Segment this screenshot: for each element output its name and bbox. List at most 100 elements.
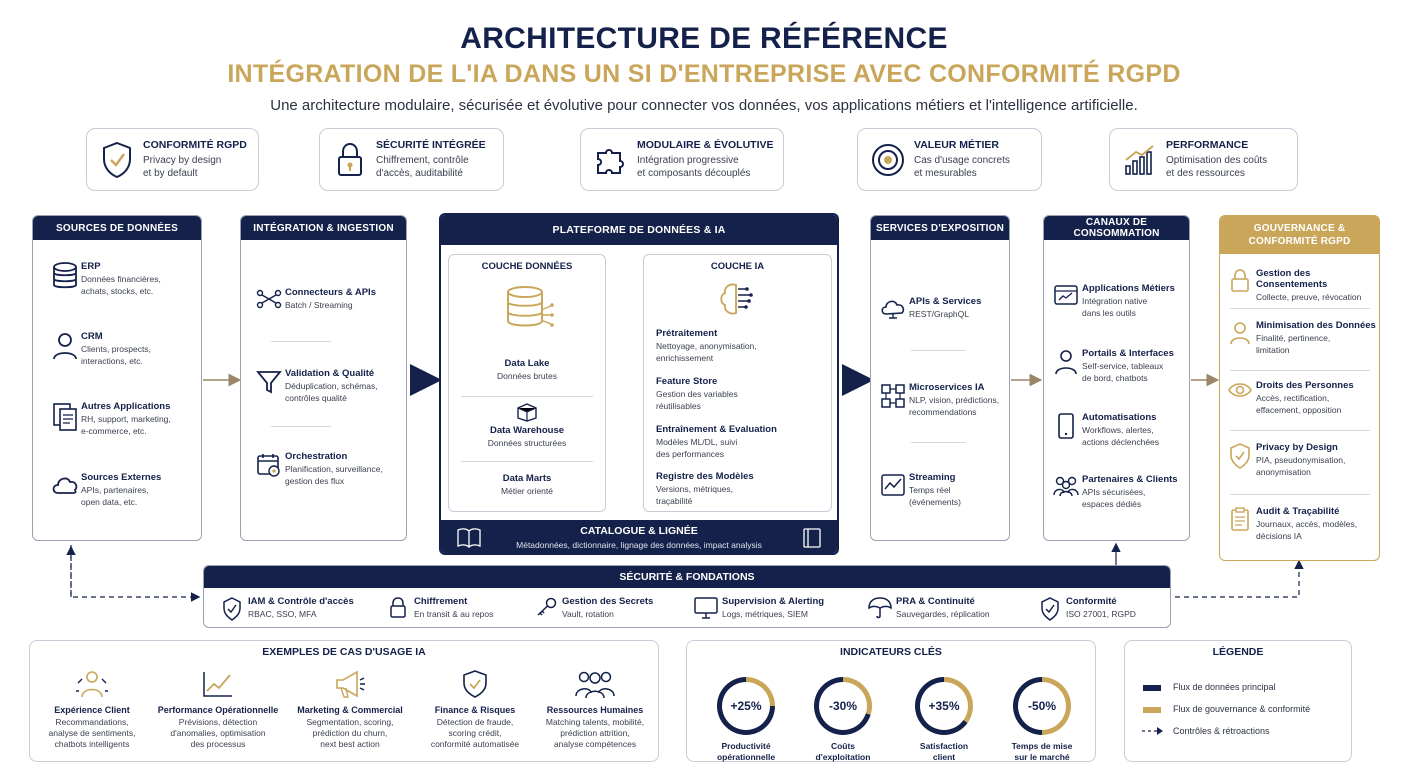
kpi-section: INDICATEURS CLÉS +25% Productivité opéra… [686,640,1096,762]
legend-label: Flux de gouvernance & conformité [1173,704,1311,714]
cloud-api-icon [877,296,909,319]
pillar-security: SÉCURITÉ INTÉGRÉE Chiffrement, contrôle d… [319,128,504,191]
database-icon [49,261,81,290]
lock-icon [332,140,368,180]
streaming-chart-icon [877,472,909,497]
legend-swatch-navy [1143,685,1161,691]
eye-icon [1224,380,1256,399]
cloud-icon [49,472,81,495]
people-group-icon [534,669,656,699]
legend-label: Contrôles & rétroactions [1173,726,1270,736]
use-cases-section: EXEMPLES DE CAS D'USAGE IA Expérience Cl… [29,640,659,762]
column-channels: CANAUX DE CONSOMMATION Applications Méti… [1043,215,1190,541]
data-layer-title: COUCHE DONNÉES [481,261,573,272]
document-icon [49,401,81,432]
column-header: SOURCES DE DONNÉES [33,216,201,240]
warehouse-icon [516,402,538,422]
catalog-desc: Métadonnées, dictionnaire, lignage des d… [516,540,762,550]
kpi-costs: -30% Coûts d'exploitation [802,677,884,763]
clipboard-icon [1224,506,1256,531]
legend-label: Flux de données principal [1173,682,1276,692]
column-header: GOUVERNANCE & CONFORMITÉ RGPD [1220,216,1379,254]
mobile-icon [1050,412,1082,439]
customer-experience-icon [32,669,152,699]
kpi-ring: -30% [814,677,872,735]
kpi-ring: -50% [1013,677,1071,735]
shield-check-icon [416,669,534,699]
column-header: INTÉGRATION & INGESTION [241,216,406,240]
column-header: CANAUX DE CONSOMMATION [1044,216,1189,240]
pillar-desc: Privacy by design et by default [143,155,222,179]
legend-title: LÉGENDE [1212,646,1264,658]
book-icon [456,527,482,549]
legend-section: LÉGENDE Flux de données principal Flux d… [1124,640,1352,762]
shield-check-icon [99,140,135,180]
dashed-feedback-right [1175,559,1304,598]
pillar-title: VALEUR MÉTIER [914,139,999,151]
kpi-ring: +35% [915,677,973,735]
pillar-desc: Optimisation des coûts et des ressources [1166,155,1268,179]
legend-swatch-dashed [1141,726,1165,736]
security-bar: SÉCURITÉ & FONDATIONS IAM & Contrôle d'a… [203,565,1171,628]
microservices-icon [877,382,909,409]
pillar-title: PERFORMANCE [1166,139,1249,151]
key-icon [530,596,562,617]
data-lake-icon [503,285,555,333]
pillar-desc: Chiffrement, contrôle d'accès, auditabil… [376,155,469,179]
filter-icon [253,368,285,395]
platform-block: PLATEFORME DE DONNÉES & IA COUCHE DONNÉE… [439,213,839,555]
connectors-icon [253,287,285,310]
umbrella-icon [864,596,896,619]
security-header: SÉCURITÉ & FONDATIONS [204,566,1170,588]
monitor-icon [690,596,722,619]
legend-swatch-gold [1143,707,1161,713]
shield-check-icon [1034,596,1066,621]
pillar-performance: PERFORMANCE Optimisation des coûts et des… [1109,128,1298,191]
page-title: ARCHITECTURE DE RÉFÉRENCE [460,22,948,55]
user-icon [49,331,81,360]
megaphone-icon [288,669,412,699]
page-subtitle: INTÉGRATION DE L'IA DANS UN SI D'ENTREPR… [227,60,1181,88]
use-case-finance: Finance & Risques Détection de fraude, s… [416,669,534,750]
group-icon [1050,474,1082,497]
kpi-title: INDICATEURS CLÉS [840,646,942,658]
pillar-title: SÉCURITÉ INTÉGRÉE [376,139,486,151]
platform-header: PLATEFORME DE DONNÉES & IA [441,215,837,245]
use-case-operations: Performance Opérationnelle Prévisions, d… [156,669,280,750]
pillar-title: MODULAIRE & ÉVOLUTIVE [637,139,774,151]
ai-layer-title: COUCHE IA [710,261,765,272]
kpi-time-to-market: -50% Temps de mise sur le marché [1001,677,1083,763]
kpi-productivity: +25% Productivité opérationnelle [705,677,787,763]
lock-icon [382,596,414,619]
